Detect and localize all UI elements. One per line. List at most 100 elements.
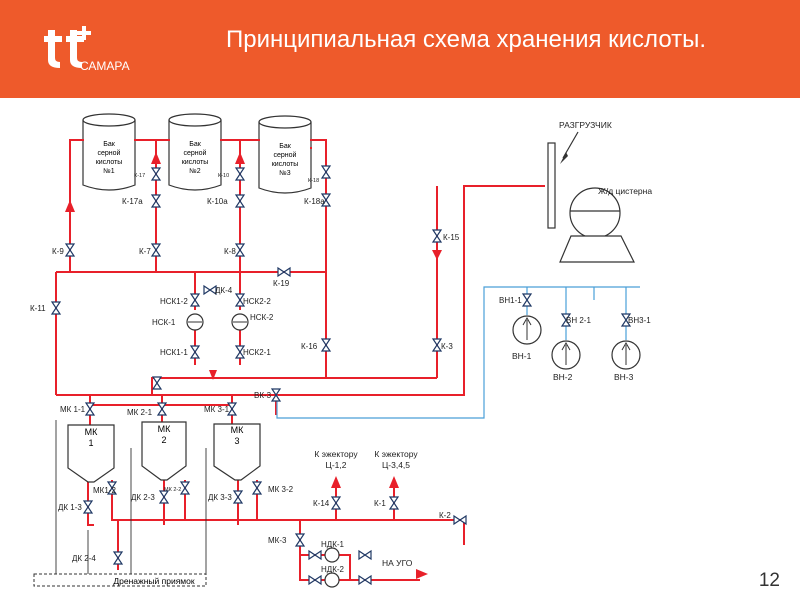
pump-ndk2 [324, 572, 340, 588]
label-vn3: ВН-3 [614, 372, 634, 382]
label-k8: К-8 [224, 247, 236, 256]
label-k14: К-14 [313, 499, 330, 508]
acid-pipelines [55, 139, 545, 581]
label-k10: К-10 [218, 173, 229, 179]
label-nsk2: НСК-2 [250, 313, 274, 322]
measuring-tank-3: МК 3 [213, 423, 261, 481]
label-nsk21: НСК2-1 [243, 348, 271, 357]
label-k17a: К-17а [122, 197, 143, 206]
tank-2-label-line-4: №2 [189, 168, 201, 175]
label-mk12: МК1-2 [93, 486, 116, 495]
label-k19: К-19 [273, 279, 290, 288]
tank-3-label-line-4: №3 [279, 170, 291, 177]
label-k18a: К-18а [304, 197, 325, 206]
label-to-ugo: НА УГО [382, 558, 413, 568]
label-nsk11: НСК1-1 [160, 348, 188, 357]
label-ejector-2-line-1: К эжектору [374, 449, 418, 459]
tank-1-label-line-4: №1 [103, 168, 115, 175]
tank-3-label-line-1: Бак [279, 143, 291, 150]
valve-k15 [432, 229, 442, 243]
measuring-tank-1: МК 1 [67, 424, 115, 483]
valve-nsk12 [190, 293, 200, 307]
pump-ndk1 [324, 547, 340, 563]
valve-drain-top [152, 376, 162, 390]
label-ejector-1-line-2: Ц-1,2 [326, 460, 347, 470]
pump-nsk2 [231, 313, 249, 331]
valve-mk31 [227, 402, 237, 416]
label-mk3: МК-3 [268, 536, 287, 545]
vacuum-pump-vn2 [551, 340, 581, 370]
valve-dk13 [83, 500, 93, 514]
label-dk23: ДК 2-3 [131, 493, 155, 502]
label-mk11: МК 1-1 [60, 405, 86, 414]
valve-nsk11 [190, 345, 200, 359]
label-dk24: ДК 2-4 [72, 554, 96, 563]
label-vk3: ВК-3 [254, 391, 272, 400]
label-vn21: ВН 2-1 [566, 316, 591, 325]
valve-mk21 [157, 402, 167, 416]
vacuum-pump-vn3 [611, 340, 641, 370]
valve-mk22 [180, 481, 190, 495]
page-title: Принципиальная схема хранения кислоты. [226, 26, 707, 53]
air-pipelines [276, 286, 640, 419]
label-dk13: ДК 1-3 [58, 503, 82, 512]
valve-labels: К-17 К-10 К-18 К-17а К-10а К-18а К-9 К-7… [30, 173, 651, 574]
label-vn31: ВН3-1 [628, 316, 651, 325]
valve-k7 [151, 243, 161, 257]
label-dk4: ДК-4 [215, 286, 233, 295]
label-k18: К-18 [308, 178, 319, 184]
label-vn2: ВН-2 [553, 372, 573, 382]
mk3-label-line-1: МК [231, 425, 244, 435]
drain-lines [55, 420, 207, 575]
valve-k10a [235, 194, 245, 208]
measuring-tank-2: МК 2 [141, 421, 187, 481]
tank-2-label-line-2: серной [184, 149, 207, 157]
equipment-labels: РАЗГРУЗЧИК Ж/д цистерна ВН-1 ВН-2 ВН-3 К… [314, 120, 652, 568]
label-mk22: МК 2-2 [164, 487, 181, 493]
label-dk33: ДК 3-3 [208, 493, 232, 502]
valve-k3 [432, 338, 442, 352]
tank-3-label-line-3: кислоты [272, 161, 299, 168]
drainage-pit-label: Дренажный приямок [113, 576, 194, 586]
valve-ndk1-outlet [358, 550, 372, 560]
mk2-label-line-2: 2 [161, 435, 166, 445]
valve-dk33 [233, 490, 243, 504]
label-k10a: К-10а [207, 197, 228, 206]
valve-k10 [151, 167, 161, 181]
pump-nsk1 [186, 313, 204, 331]
label-ejector-1-line-1: К эжектору [314, 449, 358, 459]
label-k17: К-17 [134, 173, 145, 179]
vacuum-pump-vn1 [512, 315, 542, 345]
company-logo: САМАРА [44, 26, 130, 73]
valve-mk3 [295, 533, 305, 547]
page-number: 12 [758, 570, 780, 591]
valve-k17 [321, 165, 331, 179]
label-k9: К-9 [52, 247, 64, 256]
label-ejector-2-line-2: Ц-3,4,5 [382, 460, 410, 470]
valve-k11 [51, 301, 61, 315]
tank-2-label-line-3: кислоты [182, 159, 209, 166]
tank-1-label-line-1: Бак [103, 141, 115, 148]
valve-k8 [235, 243, 245, 257]
logo-text: САМАРА [80, 59, 130, 73]
valve-ndk2-outlet [358, 575, 372, 585]
label-k7: К-7 [139, 247, 151, 256]
label-k16: К-16 [301, 342, 318, 351]
header-bar: САМАРА Принципиальная схема хранения кис… [0, 0, 800, 98]
label-k11: К-11 [30, 304, 46, 313]
label-ndk1: НДК-1 [321, 540, 345, 549]
label-nsk22: НСК2-2 [243, 297, 271, 306]
label-k2: К-2 [439, 511, 451, 520]
acid-tank-2: Бак серной кислоты №2 [168, 113, 222, 191]
valve-mk11 [85, 402, 95, 416]
label-unloader: РАЗГРУЗЧИК [559, 120, 612, 130]
label-mk32: МК 3-2 [268, 485, 294, 494]
valve-ndk1-inlet [308, 550, 322, 560]
valve-k18 [235, 167, 245, 181]
acid-storage-diagram: Бак серной кислоты №1 Бак серной кислоты… [30, 113, 652, 588]
valve-k1 [389, 496, 399, 510]
unloader [547, 131, 579, 229]
acid-tank-3: Бак серной кислоты №3 [258, 115, 312, 194]
valve-k16 [321, 338, 331, 352]
mk3-label-line-2: 3 [234, 436, 239, 446]
